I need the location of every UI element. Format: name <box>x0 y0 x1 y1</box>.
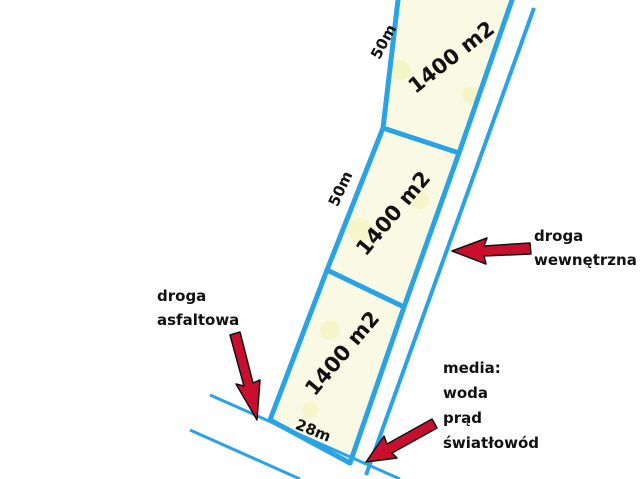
plot-fills <box>270 0 512 463</box>
west-boundary <box>267 0 401 423</box>
internal-road-label-line2: wewnętrzna <box>534 251 637 269</box>
utilities-label-line4: światłowód <box>443 434 539 452</box>
internal-road-label-line1: droga <box>534 227 583 245</box>
plot-3-fill <box>270 270 404 463</box>
utilities-annotation: media: woda prąd światłowód <box>443 359 539 452</box>
plot-boundaries <box>267 0 515 466</box>
internal-road-edge <box>364 7 536 476</box>
utilities-label-line1: media: <box>443 359 501 377</box>
asphalt-road-label-line2: asfaltowa <box>157 311 239 329</box>
utilities-label-line2: woda <box>443 384 488 402</box>
south-boundary <box>267 417 353 466</box>
utilities-label-line3: prąd <box>443 409 482 427</box>
arrow-icon <box>365 418 438 463</box>
arrow-icon <box>229 331 261 421</box>
asphalt-road-annotation: droga asfaltowa <box>157 287 239 329</box>
plot-1-fill <box>383 0 512 153</box>
arrow-icon <box>451 237 532 265</box>
internal-road-annotation: droga wewnętrzna <box>534 227 637 269</box>
divider-1 <box>380 125 462 156</box>
asphalt-road-label-line1: droga <box>157 287 206 305</box>
plot-2-fill <box>327 128 459 307</box>
east-boundary <box>347 0 515 466</box>
arrow-icons <box>229 237 532 463</box>
divider-2 <box>324 267 407 310</box>
asphalt-road-edge-2 <box>189 428 301 479</box>
